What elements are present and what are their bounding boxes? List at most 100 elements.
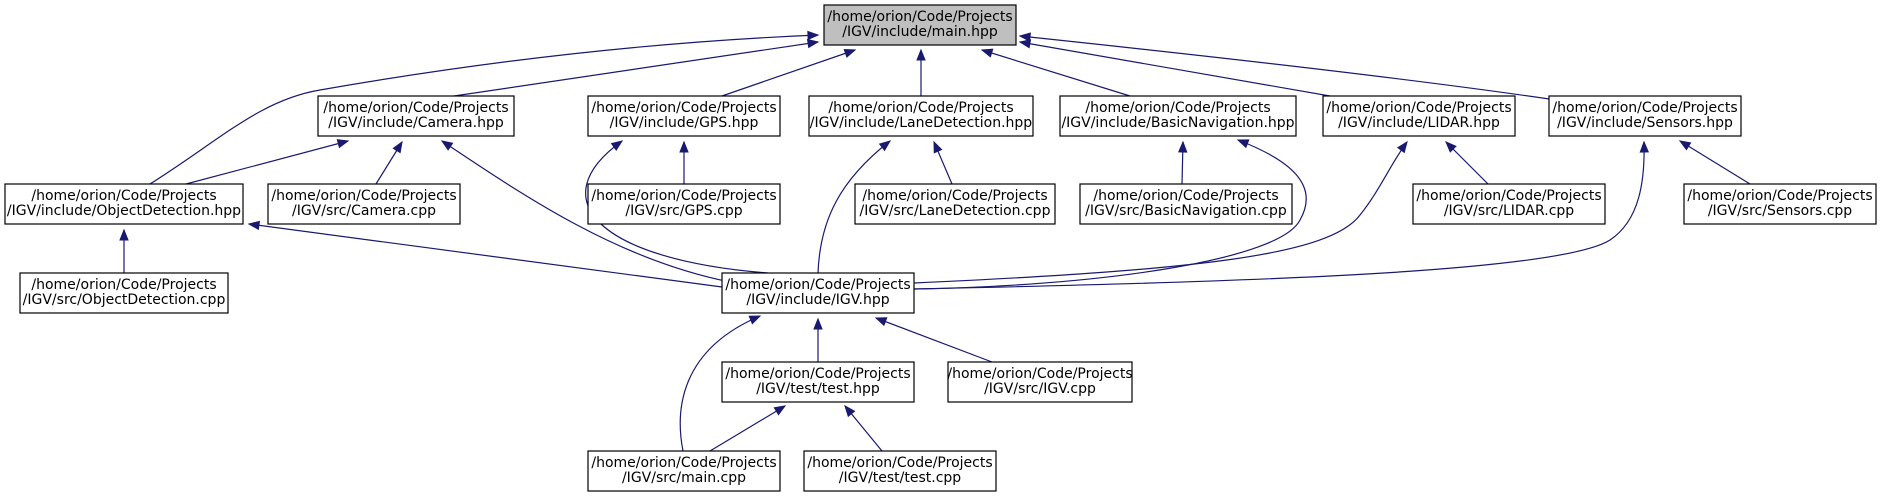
arrowhead (1639, 140, 1650, 153)
arrowhead (119, 228, 129, 241)
arrowhead (1018, 32, 1031, 42)
node-label-line-1: /home/orion/Code/Projects (1326, 100, 1511, 116)
node-label-line-2: /IGV/include/LIDAR.hpp (1338, 115, 1500, 131)
arrowhead (806, 38, 820, 49)
node-label-line-2: /IGV/src/LaneDetection.cpp (860, 203, 1051, 219)
node-box (317, 95, 515, 137)
edge-igv_hpp-to-lidar_hpp (913, 141, 1408, 284)
node-label-line-1: /home/orion/Code/Projects (828, 100, 1013, 116)
arrowhead (874, 317, 888, 327)
node-box (587, 450, 781, 492)
node-objectdetection-hpp[interactable]: /home/orion/Code/Projects/IGV/include/Ob… (4, 183, 244, 225)
node-box (587, 183, 781, 225)
edge-sensors_cpp-to-sensors_hpp (1679, 140, 1751, 185)
node-box (854, 183, 1056, 225)
edge-igv_cpp-to-igv_hpp (875, 317, 993, 363)
node-label-line-2: /IGV/include/Sensors.hpp (1557, 115, 1733, 131)
arrowhead (610, 140, 624, 151)
edge-main_cpp-to-test_hpp (709, 405, 786, 452)
node-label-line-2: /IGV/include/GPS.hpp (610, 115, 759, 131)
node-box (1079, 183, 1293, 225)
node-label-line-1: /home/orion/Code/Projects (947, 366, 1132, 382)
arrowhead (1018, 39, 1032, 49)
node-label-line-1: /home/orion/Code/Projects (31, 188, 216, 204)
node-box (1683, 183, 1877, 225)
node-lanedetection-cpp[interactable]: /home/orion/Code/Projects/IGV/src/LaneDe… (854, 183, 1056, 225)
arrowhead (392, 140, 403, 154)
node-box (721, 361, 915, 403)
node-label-line-2: /IGV/include/LaneDetection.hpp (810, 115, 1033, 131)
node-label-line-1: /home/orion/Code/Projects (323, 100, 508, 116)
arrowhead (916, 48, 926, 61)
node-box (721, 272, 915, 314)
node-label-line-1: /home/orion/Code/Projects (862, 188, 1047, 204)
node-label-line-1: /home/orion/Code/Projects (1085, 100, 1270, 116)
node-test-hpp[interactable]: /home/orion/Code/Projects/IGV/test/test.… (721, 361, 915, 403)
node-label-line-2: /IGV/src/ObjectDetection.cpp (23, 292, 226, 308)
edge-main_cpp-to-igv_hpp (679, 315, 761, 452)
edge-igv_hpp-to-basicnavigation_hpp (913, 139, 1307, 290)
edge-camera_hpp-to-main_hpp (453, 41, 819, 97)
arrowhead (843, 48, 857, 58)
edge-igv_hpp-to-camera_hpp (441, 140, 731, 283)
node-label-line-2: /IGV/src/Sensors.cpp (1708, 203, 1852, 219)
node-box (1059, 95, 1297, 137)
node-label-line-2: /IGV/include/Camera.hpp (328, 115, 504, 131)
node-label-line-1: /home/orion/Code/Projects (1093, 188, 1278, 204)
node-gps-cpp[interactable]: /home/orion/Code/Projects/IGV/src/GPS.cp… (587, 183, 781, 225)
edge-igv_hpp-to-objectdetection_hpp (248, 223, 723, 288)
node-label-line-1: /home/orion/Code/Projects (725, 366, 910, 382)
node-box (1412, 183, 1606, 225)
arrowhead (336, 139, 350, 149)
node-box (823, 4, 1017, 46)
edge-igv_hpp-to-lanedetection_hpp (817, 140, 891, 274)
node-basicnavigation-cpp[interactable]: /home/orion/Code/Projects/IGV/src/BasicN… (1079, 183, 1293, 225)
node-box (808, 95, 1034, 137)
node-camera-cpp[interactable]: /home/orion/Code/Projects/IGV/src/Camera… (267, 183, 461, 225)
node-lidar-hpp[interactable]: /home/orion/Code/Projects/IGV/include/LI… (1322, 95, 1516, 137)
arrowhead (933, 140, 943, 154)
arrowhead (440, 140, 454, 151)
arrowhead (679, 140, 689, 153)
edge-lidar_hpp-to-main_hpp (1019, 41, 1331, 97)
node-igv-hpp[interactable]: /home/orion/Code/Projects/IGV/include/IG… (721, 272, 915, 314)
node-label-line-1: /home/orion/Code/Projects (591, 455, 776, 471)
arrowhead (844, 404, 856, 418)
node-objectdetection-cpp[interactable]: /home/orion/Code/Projects/IGV/src/Object… (19, 272, 229, 314)
node-label-line-1: /home/orion/Code/Projects (725, 277, 910, 293)
node-lanedetection-hpp[interactable]: /home/orion/Code/Projects/IGV/include/La… (808, 95, 1034, 137)
node-label-line-2: /IGV/src/Camera.cpp (292, 203, 436, 219)
edge-gps_hpp-to-main_hpp (721, 49, 856, 97)
node-box (947, 361, 1133, 403)
node-lidar-cpp[interactable]: /home/orion/Code/Projects/IGV/src/LIDAR.… (1412, 183, 1606, 225)
nodes-layer: /home/orion/Code/Projects/IGV/include/ma… (4, 4, 1877, 492)
node-label-line-2: /IGV/src/main.cpp (622, 470, 746, 486)
arrowhead (773, 405, 787, 416)
node-label-line-2: /IGV/src/LIDAR.cpp (1444, 203, 1574, 219)
node-main-cpp[interactable]: /home/orion/Code/Projects/IGV/src/main.c… (587, 450, 781, 492)
node-igv-cpp[interactable]: /home/orion/Code/Projects/IGV/src/IGV.cp… (947, 361, 1133, 403)
node-basicnavigation-hpp[interactable]: /home/orion/Code/Projects/IGV/include/Ba… (1059, 95, 1297, 137)
arrowhead (807, 30, 820, 41)
node-main-hpp[interactable]: /home/orion/Code/Projects/IGV/include/ma… (823, 4, 1017, 46)
edge-igv_hpp-to-sensors_hpp (913, 141, 1645, 290)
arrowhead (1678, 140, 1692, 151)
node-sensors-cpp[interactable]: /home/orion/Code/Projects/IGV/src/Sensor… (1683, 183, 1877, 225)
edge-objectdetection_hpp-to-camera_hpp (185, 140, 349, 185)
node-label-line-2: /IGV/src/IGV.cpp (984, 381, 1096, 397)
node-gps-hpp[interactable]: /home/orion/Code/Projects/IGV/include/GP… (587, 95, 781, 137)
node-label-line-1: /home/orion/Code/Projects (1552, 100, 1737, 116)
arrowhead (1445, 141, 1457, 153)
arrowhead (1396, 140, 1408, 154)
edge-sensors_hpp-to-main_hpp (1019, 35, 1557, 101)
node-label-line-1: /home/orion/Code/Projects (31, 277, 216, 293)
node-label-line-1: /home/orion/Code/Projects (591, 188, 776, 204)
node-box (587, 95, 781, 137)
arrowhead (748, 315, 762, 325)
node-sensors-hpp[interactable]: /home/orion/Code/Projects/IGV/include/Se… (1548, 95, 1742, 137)
node-box (1548, 95, 1742, 137)
node-camera-hpp[interactable]: /home/orion/Code/Projects/IGV/include/Ca… (317, 95, 515, 137)
node-box (4, 183, 244, 225)
node-test-cpp[interactable]: /home/orion/Code/Projects/IGV/test/test.… (803, 450, 997, 492)
